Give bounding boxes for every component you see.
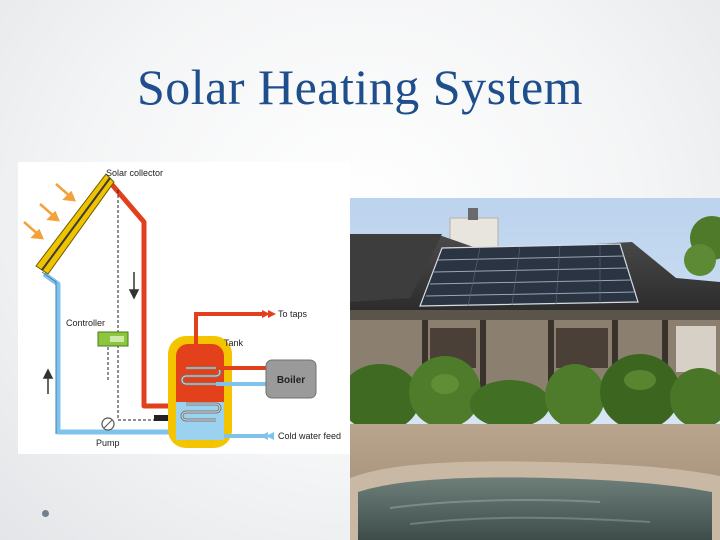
rooftop-solar-panels bbox=[419, 243, 639, 307]
solar-collector-panel bbox=[35, 173, 115, 275]
bullet-point bbox=[42, 510, 49, 517]
sun-rays-icon bbox=[23, 183, 76, 240]
cold-water-feed-pipe bbox=[224, 432, 274, 440]
hot-pipe bbox=[106, 178, 190, 409]
pool bbox=[350, 461, 720, 540]
sensor-block bbox=[154, 415, 168, 421]
label-pump: Pump bbox=[96, 438, 120, 448]
diagram-svg: Solar collector Controller Pump bbox=[23, 168, 341, 448]
slide-title: Solar Heating System bbox=[136, 59, 584, 115]
label-cold-water-feed: Cold water feed bbox=[278, 431, 341, 441]
label-boiler: Boiler bbox=[277, 375, 305, 386]
pump-icon bbox=[101, 417, 115, 431]
sensor-wire bbox=[107, 190, 154, 421]
solar-heating-diagram: Solar collector Controller Pump bbox=[18, 162, 350, 454]
to-taps-pipe bbox=[194, 310, 276, 344]
flow-arrow-down-icon bbox=[128, 272, 140, 300]
label-solar-collector: Solar collector bbox=[106, 168, 163, 178]
hedges bbox=[350, 354, 720, 432]
label-tank: Tank bbox=[224, 338, 244, 348]
house-solar-panels-photo bbox=[350, 198, 720, 540]
label-to-taps: To taps bbox=[278, 309, 308, 319]
tank bbox=[168, 336, 232, 448]
flow-arrow-up-icon bbox=[42, 368, 54, 394]
boiler bbox=[265, 359, 317, 399]
label-controller: Controller bbox=[66, 318, 105, 328]
photo-illustration bbox=[350, 198, 720, 540]
